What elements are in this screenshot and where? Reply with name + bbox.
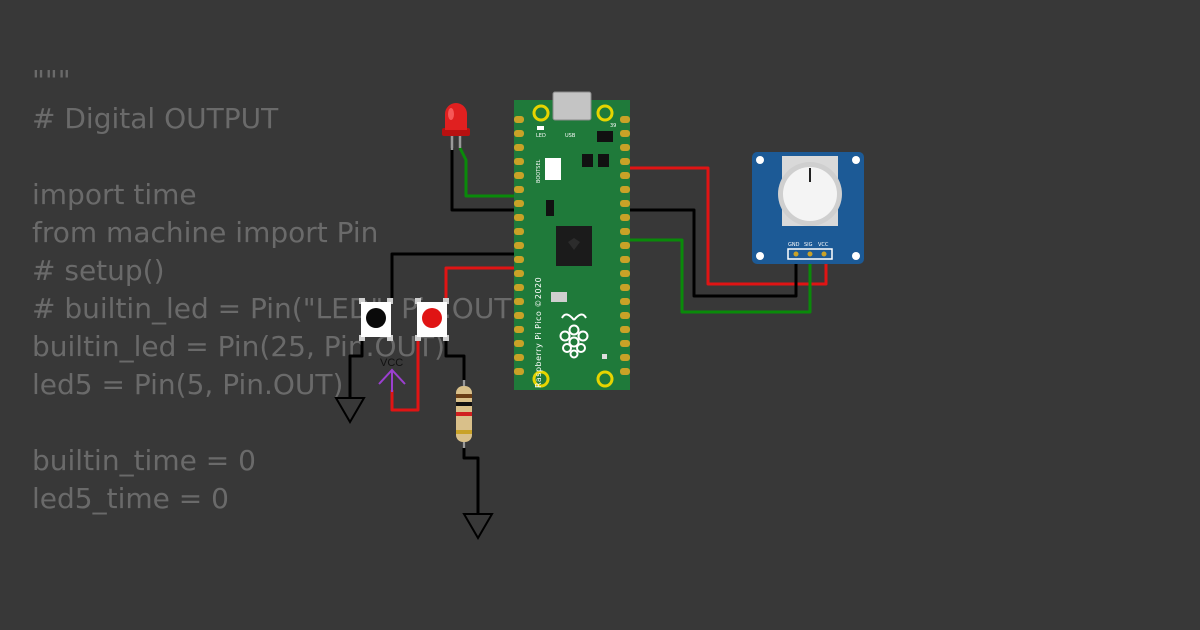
code-line: # builtin_led = Pin("LED", Pin.OUT) [32,292,523,325]
pico-header-pins [514,116,630,375]
red-led[interactable] [442,103,470,150]
smd-component [582,154,593,167]
wire-button1-ground[interactable] [348,340,364,398]
wire-pot-vcc-red[interactable] [626,166,828,286]
vcc-symbol: VCC [378,357,406,392]
potentiometer-module[interactable]: GND SIG VCC [752,152,864,264]
pot-pin-label-gnd: GND [788,242,800,248]
vcc-arrow-icon [378,368,406,392]
code-line: led5_time = 0 [32,482,229,515]
wire-resistor-ground[interactable] [462,442,480,514]
push-button-black[interactable] [359,298,393,341]
mounting-hole [756,252,764,260]
code-line: # setup() [32,254,165,287]
pot-pin-header [787,248,833,260]
push-button-red[interactable] [415,298,449,341]
bootsel-label: BOOTSEL [536,159,542,183]
wire-button2-vcc-loop[interactable] [390,340,420,412]
usb-label: USB [565,133,576,139]
wire-led-black[interactable] [450,148,520,212]
smd-component [597,131,613,142]
mounting-hole [852,156,860,164]
wire-button2-red[interactable] [444,266,520,300]
smd-component [551,292,567,302]
bootsel-button[interactable] [545,158,561,180]
code-line: import time [32,178,197,211]
resistor[interactable] [456,380,472,448]
mounting-hole [596,104,614,122]
code-line: """ [32,64,71,97]
code-line: # Digital OUTPUT [32,102,279,135]
pot-pin-label-vcc: VCC [818,242,829,248]
mounting-hole [852,252,860,260]
board-label: Raspberry Pi Pico ©2020 [534,277,543,388]
vcc-label: VCC [380,357,403,369]
wire-pot-sig-green[interactable] [626,238,812,314]
wire-button2-resistor[interactable] [444,340,466,386]
wires [348,147,828,514]
potentiometer-knob[interactable] [783,167,837,221]
ground-symbol-icon [334,397,366,424]
code-line: builtin_time = 0 [32,444,256,477]
pin-39-label: 39 [610,123,616,129]
usb-connector [552,91,592,121]
raspberry-pi-pico-board[interactable]: LED USB 39 BOOTSEL Raspberry Pi Pico ©20… [514,91,630,390]
mounting-hole [532,370,550,388]
onboard-led [537,126,544,130]
smd-component [602,354,607,359]
mounting-hole [532,104,550,122]
led-label: LED [536,133,546,139]
mounting-hole [756,156,764,164]
ground-symbol-icon [462,513,494,540]
wire-led-green[interactable] [458,147,520,198]
wire-button1-black[interactable] [390,252,520,298]
mounting-hole [596,370,614,388]
code-line: led5 = Pin(5, Pin.OUT) [32,368,344,401]
code-line: from machine import Pin [32,216,379,249]
pot-pin-label-sig: SIG [804,242,813,248]
code-editor-background: """ # Digital OUTPUT import time from machi… [32,62,522,518]
wire-pot-gnd-black[interactable] [626,208,798,298]
smd-component [598,154,609,167]
smd-component [546,200,554,216]
raspberry-pi-logo-icon [559,313,589,359]
